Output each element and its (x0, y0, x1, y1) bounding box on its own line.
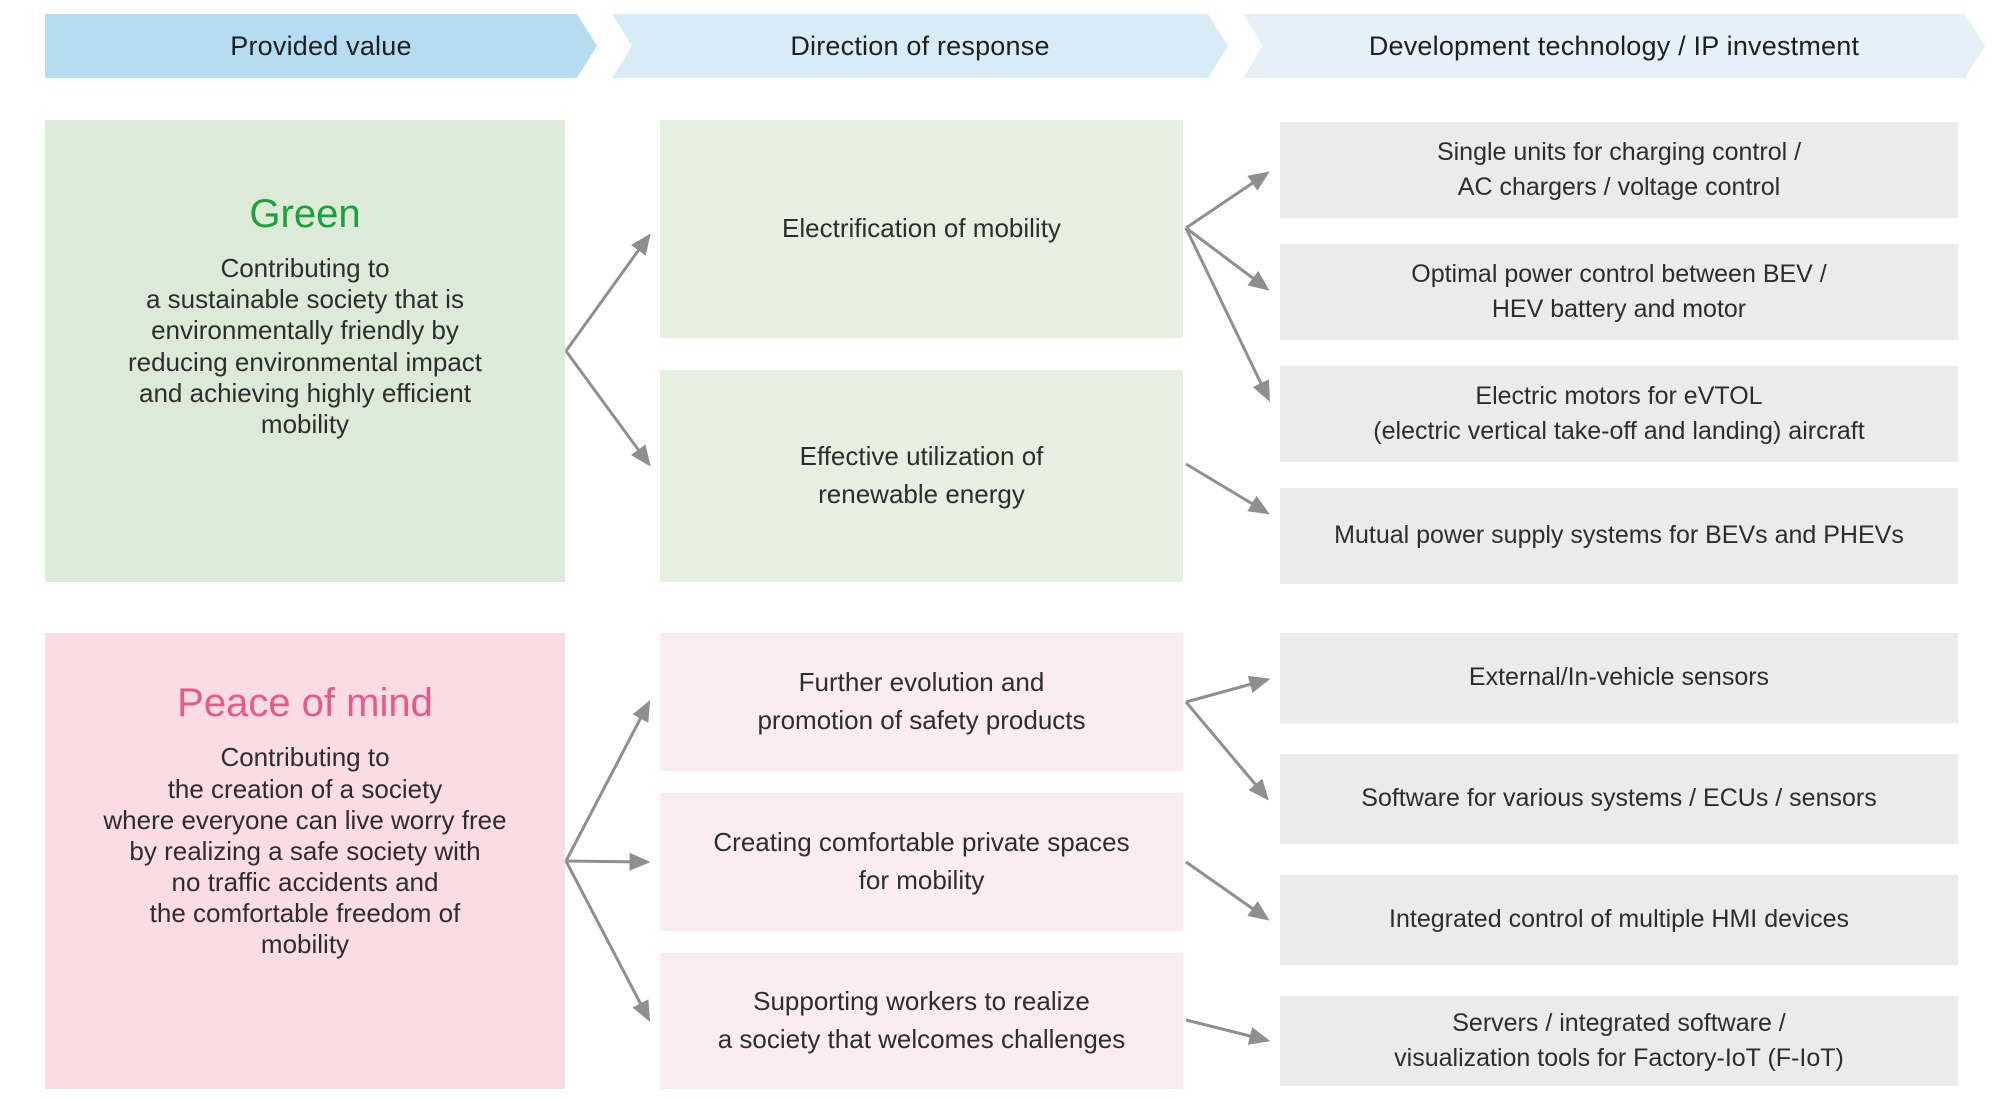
technology-box-single-units-charging-control: Single units for charging control / AC c… (1280, 122, 1958, 218)
arrow-pink-value-to-direction-2 (565, 852, 651, 871)
technology-box-external-in-vehicle-sensors: External/In-vehicle sensors (1280, 633, 1958, 723)
technology-label: Mutual power supply systems for BEVs and… (1334, 521, 1904, 550)
direction-label: Electrification of mobility (782, 213, 1061, 244)
technology-label: Servers / integrated software / visualiz… (1394, 1008, 1844, 1073)
header-banner-provided-value: Provided value (45, 14, 597, 78)
technology-label: Integrated control of multiple HMI devic… (1389, 905, 1849, 934)
direction-label: Supporting workers to realize a society … (717, 986, 1126, 1054)
direction-box-supporting-workers: Supporting workers to realize a society … (660, 953, 1183, 1089)
value-description-peace-of-mind: Contributing to the creation of a societ… (103, 742, 507, 960)
arrow-green-direction1-to-tech3 (1184, 227, 1270, 403)
header-label-direction-of-response: Direction of response (790, 30, 1050, 61)
value-title-peace-of-mind: Peace of mind (177, 681, 433, 726)
arrow-green-value-to-direction-2 (564, 350, 651, 467)
arrow-pink-direction2-to-tech3 (1185, 860, 1270, 921)
arrow-pink-value-to-direction-3 (564, 860, 651, 1022)
value-box-green: Green Contributing to a sustainable soci… (45, 120, 565, 582)
technology-box-software-systems-ecus-sensors: Software for various systems / ECUs / se… (1280, 754, 1958, 844)
header-banner-development-technology: Development technology / IP investment (1243, 14, 1985, 78)
arrow-green-direction1-to-tech2 (1185, 226, 1270, 291)
header-label-development-technology: Development technology / IP investment (1368, 30, 1860, 61)
header-label-provided-value: Provided value (230, 30, 412, 61)
direction-label: Creating comfortable private spaces for … (713, 827, 1130, 895)
value-description-green: Contributing to a sustainable society th… (127, 252, 483, 439)
direction-box-electrification-of-mobility: Electrification of mobility (660, 120, 1183, 338)
technology-box-integrated-control-hmi: Integrated control of multiple HMI devic… (1280, 875, 1958, 965)
direction-label: Further evolution and promotion of safet… (757, 667, 1086, 735)
arrow-pink-direction3-to-tech4 (1185, 1018, 1271, 1045)
direction-box-comfortable-private-spaces: Creating comfortable private spaces for … (660, 793, 1183, 931)
technology-box-mutual-power-supply: Mutual power supply systems for BEVs and… (1280, 488, 1958, 584)
value-box-peace-of-mind: Peace of mind Contributing to the creati… (45, 633, 565, 1089)
value-title-green: Green (249, 191, 361, 236)
technology-box-optimal-power-control: Optimal power control between BEV / HEV … (1280, 244, 1958, 340)
arrow-pink-value-to-direction-1 (564, 700, 651, 862)
technology-label: Single units for charging control / AC c… (1436, 137, 1802, 202)
technology-label: Optimal power control between BEV / HEV … (1411, 259, 1827, 324)
header-banner-direction-of-response: Direction of response (612, 14, 1228, 78)
direction-label: Effective utilization of renewable energ… (799, 441, 1044, 509)
arrow-green-direction2-to-tech4 (1185, 462, 1270, 515)
technology-box-electric-motors-evtol: Electric motors for eVTOL (electric vert… (1280, 366, 1958, 462)
technology-box-servers-factory-iot: Servers / integrated software / visualiz… (1280, 996, 1958, 1086)
direction-box-evolution-safety-products: Further evolution and promotion of safet… (660, 633, 1183, 771)
technology-label: Software for various systems / ECUs / se… (1361, 784, 1877, 813)
arrow-pink-direction1-to-tech2 (1184, 701, 1269, 801)
arrow-green-value-to-direction-1 (564, 233, 651, 352)
direction-box-effective-utilization-renewable-energy: Effective utilization of renewable energ… (660, 370, 1183, 582)
arrow-green-direction1-to-tech1 (1185, 171, 1270, 230)
technology-label: Electric motors for eVTOL (electric vert… (1373, 381, 1865, 446)
technology-label: External/In-vehicle sensors (1468, 663, 1770, 692)
arrow-pink-direction1-to-tech1 (1185, 675, 1271, 704)
